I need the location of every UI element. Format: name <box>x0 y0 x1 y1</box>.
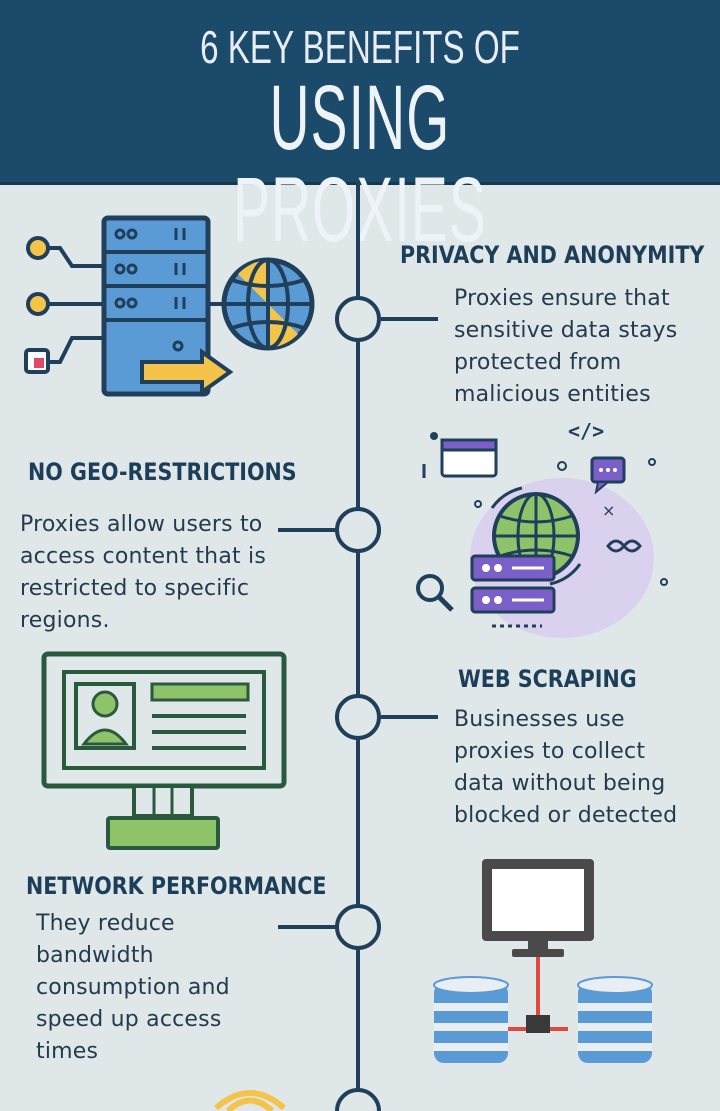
timeline-connector-4 <box>278 925 336 929</box>
scraping-line-1: Businesses use <box>454 707 625 732</box>
database-left-icon <box>433 976 509 1063</box>
database-right-icon <box>577 976 653 1063</box>
section-body-network: They reduce bandwidth consumption and sp… <box>36 908 230 1068</box>
timeline-node-2 <box>335 507 381 553</box>
privacy-line-4: malicious entities <box>454 382 651 407</box>
geo-line-2: access content that is <box>20 544 266 569</box>
privacy-line-3: protected from <box>454 350 622 375</box>
geo-line-3: restricted to specific <box>20 576 250 601</box>
code-tag-icon: </> <box>568 419 604 443</box>
geo-line-1: Proxies allow users to <box>20 512 263 537</box>
section-body-scraping: Businesses use proxies to collect data w… <box>454 704 677 832</box>
scraping-line-4: blocked or detected <box>454 803 678 828</box>
section-body-geo: Proxies allow users to access content th… <box>20 509 266 637</box>
svg-text:×: × <box>602 501 615 520</box>
monitor-connected-databases-icon <box>433 859 653 1063</box>
timeline-node-1 <box>335 296 381 342</box>
privacy-line-2: sensitive data stays <box>454 318 678 343</box>
wifi-icon <box>214 1090 286 1111</box>
section-heading-geo: NO GEO-RESTRICTIONS <box>28 458 297 486</box>
scraping-line-3: data without being <box>454 771 666 796</box>
code-network-server-icon: </> × <box>416 419 668 638</box>
network-line-4: speed up access <box>36 1007 222 1032</box>
timeline-connector-3 <box>381 715 438 719</box>
network-line-2: bandwidth <box>36 943 154 968</box>
network-line-5: times <box>36 1039 99 1064</box>
timeline-node-3 <box>335 694 381 740</box>
section-body-privacy: Proxies ensure that sensitive data stays… <box>454 283 677 411</box>
timeline-connector-1 <box>381 317 438 321</box>
section-heading-privacy: PRIVACY AND ANONYMITY <box>400 241 705 269</box>
timeline-connector-2 <box>278 528 336 532</box>
title-line-1: 6 KEY BENEFITS OF <box>200 21 520 73</box>
section-heading-scraping: WEB SCRAPING <box>458 665 637 693</box>
scraping-line-2: proxies to collect <box>454 739 646 764</box>
privacy-line-1: Proxies ensure that <box>454 286 670 311</box>
section-heading-network: NETWORK PERFORMANCE <box>26 872 327 900</box>
network-line-1: They reduce <box>36 911 175 936</box>
server-with-globe-icon <box>24 215 315 397</box>
header-banner: 6 KEY BENEFITS OF USING PROXIES <box>0 0 720 256</box>
timeline-node-4 <box>335 904 381 950</box>
monitor-profile-card-icon <box>41 651 287 850</box>
geo-line-4: regions. <box>20 608 110 633</box>
timeline-node-5 <box>335 1088 381 1111</box>
network-line-3: consumption and <box>36 975 230 1000</box>
timeline-line <box>356 182 360 1111</box>
